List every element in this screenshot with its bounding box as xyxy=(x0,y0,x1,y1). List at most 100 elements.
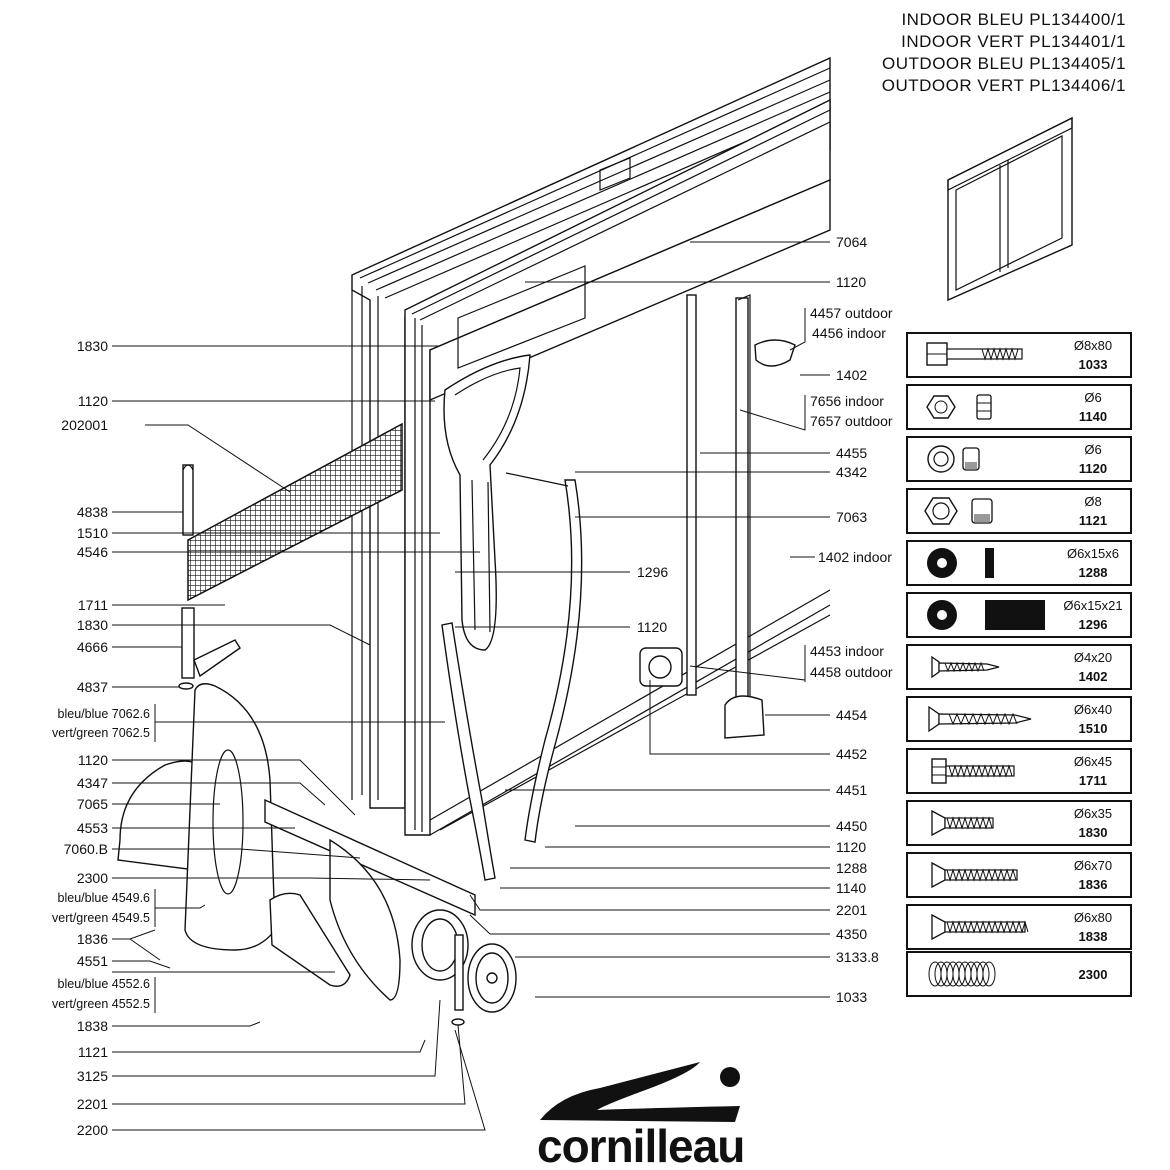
callout-label: 7656 indoor xyxy=(810,393,884,409)
callout-label: 4666 xyxy=(77,639,108,655)
hardware-code: 1140 xyxy=(1079,409,1107,424)
center-callouts: 1296 1120 xyxy=(637,564,668,635)
lock-nut-large-icon xyxy=(924,497,993,525)
countersunk-screw-icon xyxy=(931,913,1029,941)
callout-label: 1120 xyxy=(836,839,866,855)
rails xyxy=(639,294,796,739)
callout-label: 1121 xyxy=(78,1044,108,1060)
hardware-item: Ø6x70 1836 xyxy=(906,852,1132,898)
callout-label: 4456 indoor xyxy=(812,325,886,341)
hardware-code: 1830 xyxy=(1079,825,1108,840)
callout-label: 1140 xyxy=(836,880,866,896)
right-callouts: 7064 1120 4457 outdoor 4456 indoor 1402 … xyxy=(810,234,893,1005)
wood-screw-icon xyxy=(931,655,1000,679)
lock-nut-icon xyxy=(927,445,980,473)
hardware-item: Ø6x80 1838 xyxy=(906,904,1132,950)
hardware-code: 1838 xyxy=(1079,929,1108,944)
callout-label: 2200 xyxy=(77,1122,108,1138)
washer-icon xyxy=(927,548,994,578)
left-leaders xyxy=(112,345,486,1131)
callout-label: 4451 xyxy=(836,782,867,798)
callout-label: vert/green 4549.5 xyxy=(52,911,150,925)
spring-washer-icon xyxy=(928,961,996,987)
callout-label: 1120 xyxy=(836,274,866,290)
hardware-item: Ø6x35 1830 xyxy=(906,800,1132,846)
countersunk-screw-icon xyxy=(931,861,1018,889)
hardware-dim: Ø6x15x6 xyxy=(1067,546,1119,561)
hardware-item: Ø8 1121 xyxy=(906,488,1132,534)
callout-label: 1296 xyxy=(637,564,668,580)
callout-label: 7065 xyxy=(77,796,108,812)
callout-label: 4838 xyxy=(77,504,108,520)
cornilleau-logo: cornilleau xyxy=(537,1062,745,1170)
hardware-item: 2300 xyxy=(906,951,1132,997)
callout-label: 4450 xyxy=(836,818,867,834)
left-callouts: 1830 1120 202001 4838 1510 4546 1711 183… xyxy=(52,338,150,1138)
nut-icon xyxy=(926,394,992,420)
hardware-item: Ø8x80 1033 xyxy=(906,332,1132,378)
callout-label: 4453 indoor xyxy=(810,643,884,659)
callout-label: 1836 xyxy=(77,931,108,947)
callout-label: 7064 xyxy=(836,234,867,250)
countersunk-screw-icon xyxy=(931,809,994,837)
hardware-item: Ø4x20 1402 xyxy=(906,644,1132,690)
callout-label: 1120 xyxy=(78,752,108,768)
callout-label: 7657 outdoor xyxy=(810,413,893,429)
callout-label: 1838 xyxy=(77,1018,108,1034)
table-top-frame xyxy=(351,56,831,836)
hardware-item: Ø6x45 1711 xyxy=(906,748,1132,794)
hardware-dim: Ø6x15x21 xyxy=(1063,598,1122,613)
callout-label: 1120 xyxy=(78,393,108,409)
hardware-dim: Ø6x70 xyxy=(1074,858,1112,873)
hardware-dim: Ø8x80 xyxy=(1074,338,1112,353)
hardware-dim: Ø6 xyxy=(1084,390,1101,405)
callout-label: 1288 xyxy=(836,860,867,876)
callout-label: 4452 xyxy=(836,746,867,762)
reference-line: INDOOR BLEU PL134400/1 xyxy=(901,10,1126,29)
callout-label: 1033 xyxy=(836,989,867,1005)
callout-label: 202001 xyxy=(61,417,108,433)
wood-screw-long-icon xyxy=(928,705,1032,733)
callout-label: 3133.8 xyxy=(836,949,879,965)
wheel-chassis xyxy=(117,683,517,1026)
callout-label: 1402 xyxy=(836,367,867,383)
callout-label: 4551 xyxy=(77,953,108,969)
callout-label: vert/green 4552.5 xyxy=(52,997,150,1011)
net xyxy=(187,422,403,602)
callout-label: 4546 xyxy=(77,544,108,560)
callout-label: 1120 xyxy=(637,619,667,635)
support-arm xyxy=(443,354,531,651)
hardware-dim: Ø6x35 xyxy=(1074,806,1112,821)
hardware-item: Ø6x15x6 1288 xyxy=(906,540,1132,586)
hardware-code: 1711 xyxy=(1079,773,1107,788)
legs xyxy=(441,472,583,881)
hardware-code: 2300 xyxy=(1079,967,1108,982)
callout-label: 4837 xyxy=(77,679,108,695)
callout-label: 3125 xyxy=(77,1068,108,1084)
hardware-item: Ø6x15x21 1296 xyxy=(906,592,1132,638)
hardware-code: 1836 xyxy=(1079,877,1108,892)
hardware-code: 1510 xyxy=(1079,721,1108,736)
hex-screw-icon xyxy=(931,758,1015,784)
logo-wordmark: cornilleau xyxy=(537,1120,744,1170)
callout-label: 2300 xyxy=(77,870,108,886)
callout-label: 4458 outdoor xyxy=(810,664,893,680)
hardware-dim: Ø6x40 xyxy=(1074,702,1112,717)
spacer-icon xyxy=(927,600,1045,630)
hardware-code: 1288 xyxy=(1079,565,1108,580)
callout-label: 4457 outdoor xyxy=(810,305,893,321)
callout-label: 1510 xyxy=(77,525,108,541)
hardware-dim: Ø4x20 xyxy=(1074,650,1112,665)
callout-label: 1830 xyxy=(77,617,108,633)
reference-line: OUTDOOR BLEU PL134405/1 xyxy=(882,54,1126,73)
callout-label: 4347 xyxy=(77,775,108,791)
reference-line: OUTDOOR VERT PL134406/1 xyxy=(881,76,1126,95)
callout-label: vert/green 7062.5 xyxy=(52,726,150,740)
hardware-code: 1121 xyxy=(1079,513,1107,528)
callout-label: 7063 xyxy=(836,509,867,525)
callout-label: 7060.B xyxy=(64,841,108,857)
hardware-dim: Ø6x45 xyxy=(1074,754,1112,769)
callout-label: bleu/blue 7062.6 xyxy=(58,707,150,721)
